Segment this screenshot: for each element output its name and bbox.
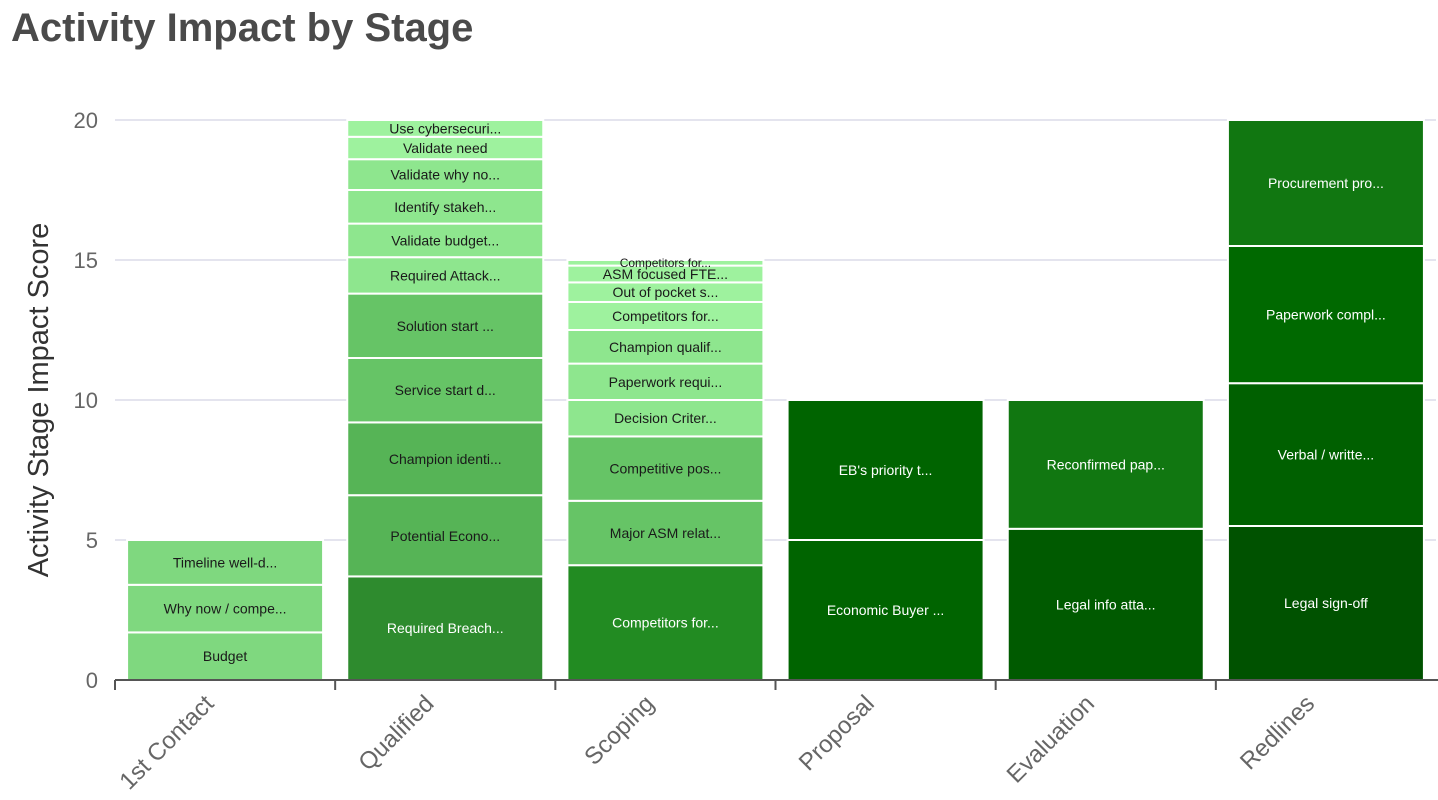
bar-segment[interactable] xyxy=(1226,119,1425,247)
bar-segment[interactable] xyxy=(566,259,765,267)
bar-segment-label: Verbal / writte... xyxy=(1278,447,1374,463)
y-axis-label: Activity Stage Impact Score xyxy=(23,223,55,578)
bar-segment-label: Legal info atta... xyxy=(1056,596,1156,612)
bar-segment[interactable] xyxy=(346,189,545,225)
bar-segment-label: Validate budget... xyxy=(391,232,499,248)
bar-segment-label: Competitors for... xyxy=(620,256,711,270)
bar-segment-label: Identify stakeh... xyxy=(394,199,496,215)
y-tick-label: 5 xyxy=(86,528,98,553)
bar-segment-label: ASM focused FTE... xyxy=(603,266,728,282)
bar-segment-label: Economic Buyer ... xyxy=(827,602,945,618)
bar-segment-label: Competitors for... xyxy=(612,308,719,324)
bar-segment[interactable] xyxy=(346,256,545,295)
bar-segment-label: Paperwork requi... xyxy=(609,374,723,390)
bar-segment[interactable] xyxy=(346,494,545,578)
bar-segment-label: Competitors for... xyxy=(612,615,719,631)
x-tick-label: 1st Contact xyxy=(114,690,219,795)
gridlines xyxy=(115,119,1436,541)
bar-segment-label: Solution start ... xyxy=(397,318,494,334)
bar-segment-label: Validate why no... xyxy=(391,167,500,183)
x-tick-label: Redlines xyxy=(1235,690,1320,775)
bar-segment[interactable] xyxy=(786,399,985,541)
bar-segment[interactable] xyxy=(126,583,325,634)
bar-segment[interactable] xyxy=(566,301,765,331)
bar-segment-label: Legal sign-off xyxy=(1284,595,1368,611)
bar-segment-label: Timeline well-d... xyxy=(173,554,278,570)
bar-segment[interactable] xyxy=(1226,382,1425,528)
y-tick-label: 20 xyxy=(74,108,98,133)
bar-segment[interactable] xyxy=(1226,245,1425,385)
bar-segment[interactable] xyxy=(1006,527,1205,681)
bar-segment-label: Use cybersecuri... xyxy=(389,120,501,136)
x-tick-label: Proposal xyxy=(794,690,880,776)
x-tick-label: Qualified xyxy=(353,690,439,776)
y-tick-label: 15 xyxy=(74,248,98,273)
bar-segment[interactable] xyxy=(566,564,765,682)
bar-segment[interactable] xyxy=(566,399,765,438)
bar-segment-label: Champion qualif... xyxy=(609,339,722,355)
y-tick-label: 10 xyxy=(74,388,98,413)
bar-segment-label: Paperwork compl... xyxy=(1266,307,1386,323)
bar-segment-label: Decision Criter... xyxy=(614,410,717,426)
bar-segment[interactable] xyxy=(1006,399,1205,530)
bar-segment[interactable] xyxy=(346,119,545,138)
bar-segment-label: Major ASM relat... xyxy=(610,525,721,541)
bar-segment-label: Budget xyxy=(203,648,247,664)
bar-segment[interactable] xyxy=(566,435,765,502)
bar-segment-label: Validate need xyxy=(403,140,488,156)
bar-segment-label: Champion identi... xyxy=(389,451,502,467)
bar-segment-label: Procurement pro... xyxy=(1268,175,1384,191)
bar-segment-label: Required Breach... xyxy=(387,620,504,636)
bar-segment-label: Competitive pos... xyxy=(609,461,721,477)
x-tick-label: Scoping xyxy=(579,690,659,770)
bar-segment-label: Why now / compe... xyxy=(164,601,287,617)
bar-segment-label: Service start d... xyxy=(395,382,496,398)
bar-segment-label: Reconfirmed pap... xyxy=(1047,456,1165,472)
x-tick-label: Evaluation xyxy=(1002,690,1100,788)
bar-segment-label: Out of pocket s... xyxy=(613,284,719,300)
bar-segment-label: Required Attack... xyxy=(390,267,501,283)
y-tick-label: 0 xyxy=(86,668,98,693)
bar-segment[interactable] xyxy=(566,362,765,402)
bars: Budget Why now / compe... Timeline well-d.… xyxy=(126,119,1425,682)
bar-segment-label: Potential Econo... xyxy=(390,528,500,544)
bar-segment[interactable] xyxy=(566,329,765,365)
bar-segment[interactable] xyxy=(346,292,545,360)
chart-title: Activity Impact by Stage xyxy=(11,6,474,50)
bar-segment[interactable] xyxy=(126,539,325,586)
bar-segment-label: EB's priority t... xyxy=(839,462,933,478)
